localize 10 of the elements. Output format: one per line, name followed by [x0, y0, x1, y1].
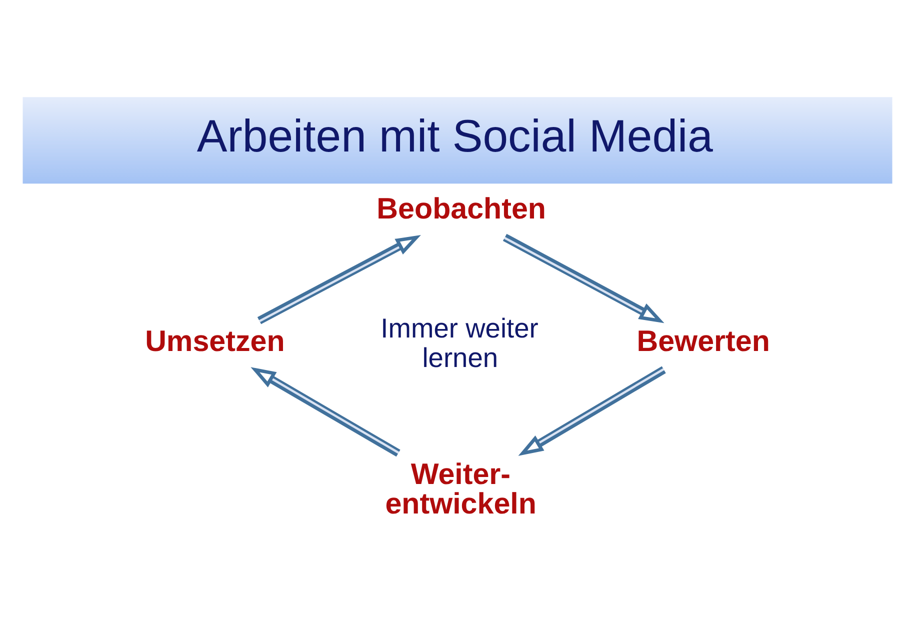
label: Immer weiter lernen: [380, 312, 538, 373]
arrow: [256, 234, 420, 324]
node-text: Bewerten: [636, 324, 770, 358]
arrow: [502, 233, 664, 323]
arrow: [250, 366, 400, 456]
diagram-title: Arbeiten mit Social Media: [196, 110, 712, 162]
node-text: Weiter- entwickeln: [384, 457, 536, 520]
node-text: Umsetzen: [144, 324, 284, 358]
node-text: Beobachten: [376, 192, 546, 226]
arrow: [518, 366, 666, 456]
